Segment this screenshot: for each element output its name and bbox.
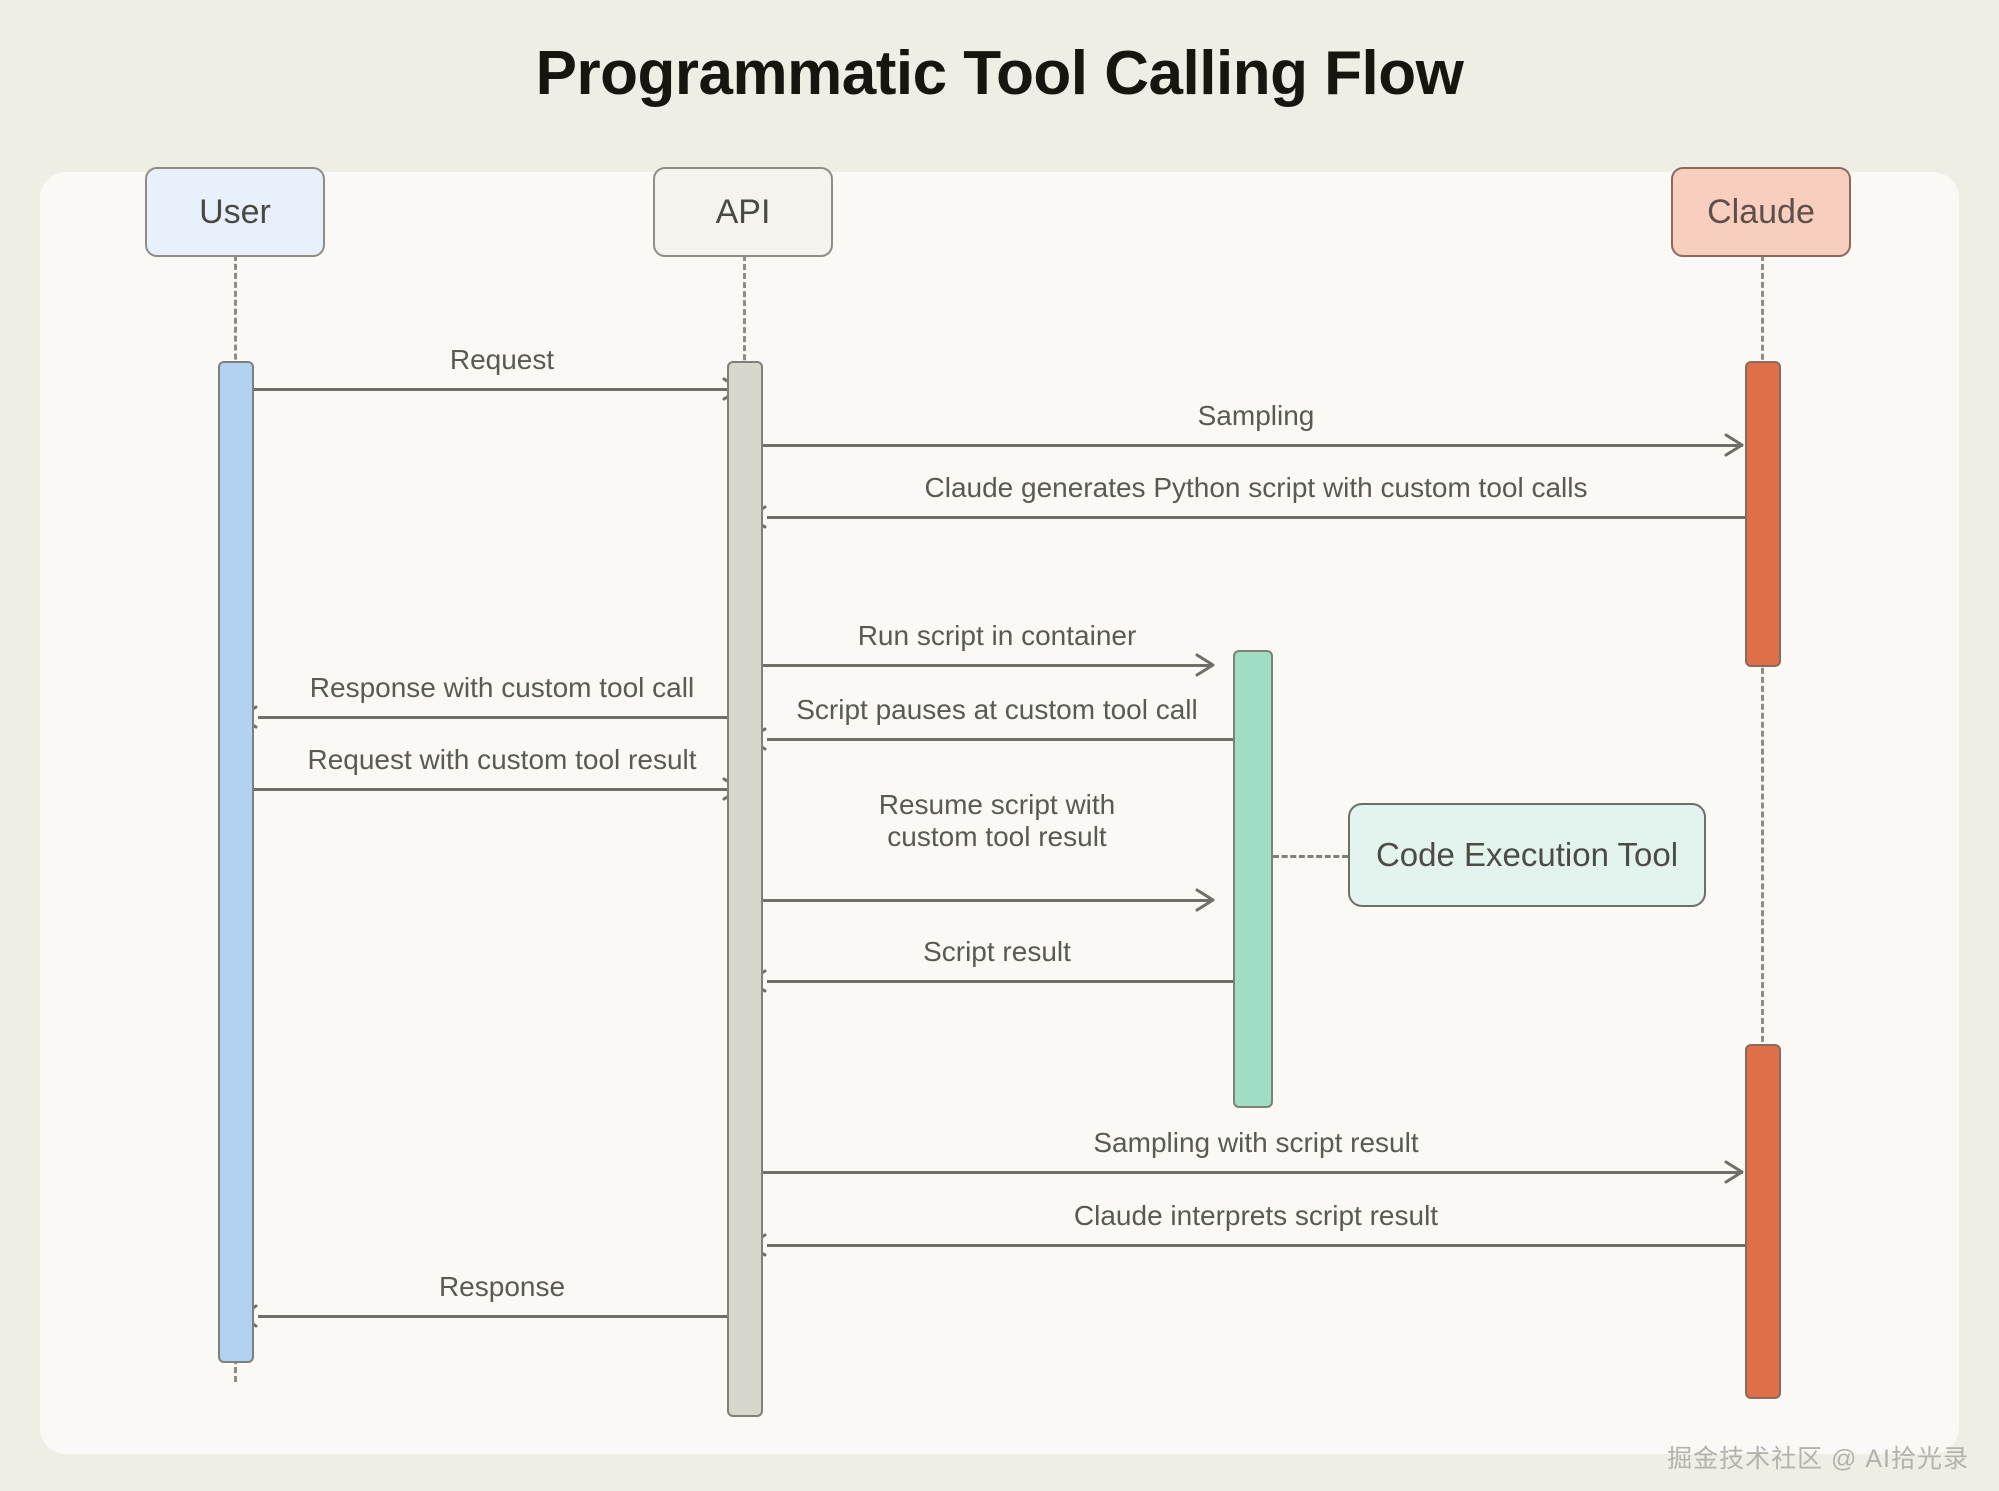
message-line-resume-script xyxy=(763,899,1211,902)
arrow-head-right xyxy=(1724,433,1746,457)
page-title: Programmatic Tool Calling Flow xyxy=(535,39,1464,108)
message-line-sampling-with-script-result xyxy=(763,1171,1743,1174)
note-code-execution-tool-label: Code Execution Tool xyxy=(1375,836,1679,873)
lifeline-claude xyxy=(1761,246,1764,1392)
message-label-sampling-with-script-result: Sampling with script result xyxy=(1093,1127,1419,1158)
message-label-response-with-custom-tool-call: Response with custom tool call xyxy=(309,672,695,703)
participant-api[interactable]: API xyxy=(653,167,833,257)
watermark: 掘金技术社区 @ AI拾光录 xyxy=(1667,1445,1969,1473)
message-label-sampling: Sampling xyxy=(1197,400,1315,431)
message-label-request: Request xyxy=(449,344,555,375)
participant-claude[interactable]: Claude xyxy=(1671,167,1851,257)
participant-user[interactable]: User xyxy=(145,167,325,257)
note-code-execution-tool[interactable]: Code Execution Tool xyxy=(1348,803,1706,907)
diagram-canvas: User API Claude Code Execution Tool Requ… xyxy=(40,167,1959,1454)
message-line-run-script-in-container xyxy=(763,664,1211,667)
message-label-resume-script: Resume script with custom tool result xyxy=(878,789,1116,853)
message-line-response-with-custom-tool-call xyxy=(258,716,744,719)
participant-user-label: User xyxy=(199,192,271,231)
message-label-claude-interprets-script-result: Claude interprets script result xyxy=(1073,1200,1439,1231)
message-label-script-pauses: Script pauses at custom tool call xyxy=(796,694,1198,725)
activation-user xyxy=(218,361,254,1363)
message-line-script-pauses xyxy=(767,738,1233,741)
message-line-claude-generates-script xyxy=(767,516,1745,519)
message-label-run-script-in-container: Run script in container xyxy=(857,620,1137,651)
message-line-request xyxy=(254,388,742,391)
message-line-request-with-custom-tool-result xyxy=(254,788,742,791)
arrow-head-right xyxy=(1195,653,1217,677)
message-label-request-with-custom-tool-result: Request with custom tool result xyxy=(307,744,697,775)
arrow-head-right xyxy=(1195,888,1217,912)
activation-code-execution-tool xyxy=(1233,650,1273,1108)
activation-claude-first xyxy=(1745,361,1781,667)
participant-claude-label: Claude xyxy=(1707,192,1815,231)
message-label-response: Response xyxy=(438,1271,566,1302)
participant-api-label: API xyxy=(715,192,771,231)
arrow-head-right xyxy=(1724,1160,1746,1184)
message-line-claude-interprets-script-result xyxy=(767,1244,1745,1247)
activation-claude-second xyxy=(1745,1044,1781,1399)
message-line-script-result xyxy=(767,980,1233,983)
note-connector xyxy=(1273,855,1348,858)
activation-api xyxy=(727,361,763,1417)
message-label-claude-generates-script: Claude generates Python script with cust… xyxy=(924,472,1588,503)
message-line-response xyxy=(258,1315,744,1318)
message-label-script-result: Script result xyxy=(923,936,1071,967)
message-line-sampling xyxy=(763,444,1743,447)
